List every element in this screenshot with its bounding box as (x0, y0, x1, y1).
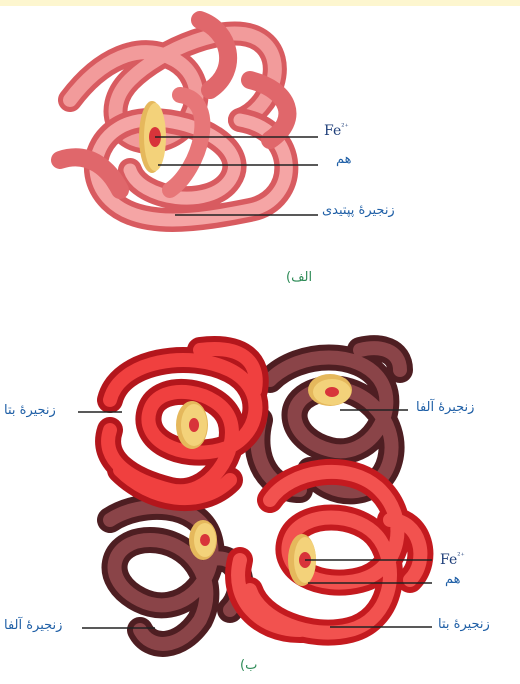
iron-label-a: Fe²⁺ (324, 119, 349, 139)
alpha-chain-top-label: زنجیرهٔ آلفا (416, 400, 474, 416)
iron-label-b: Fe²⁺ (440, 548, 465, 568)
heme-label-b: هم (445, 572, 461, 588)
heme-alpha-top-icon (308, 374, 352, 406)
beta-chain-top-label: زنجیرهٔ بتا (4, 403, 56, 419)
peptide-chain-coil (60, 20, 287, 220)
caption-a: الف) (286, 270, 312, 285)
heme-label-a: هم (336, 152, 352, 168)
peptide-chain-label: زنجیرهٔ پپتیدی (322, 203, 395, 219)
heme-beta-top-icon (176, 401, 208, 449)
caption-b: ب) (240, 658, 257, 673)
alpha-chain-bottom-coil (110, 507, 240, 644)
heme-alpha-bottom-icon (189, 520, 217, 560)
alpha-chain-bottom-label: زنجیرهٔ آلفا (4, 618, 62, 634)
beta-chain-bottom-label: زنجیرهٔ بتا (438, 617, 490, 633)
